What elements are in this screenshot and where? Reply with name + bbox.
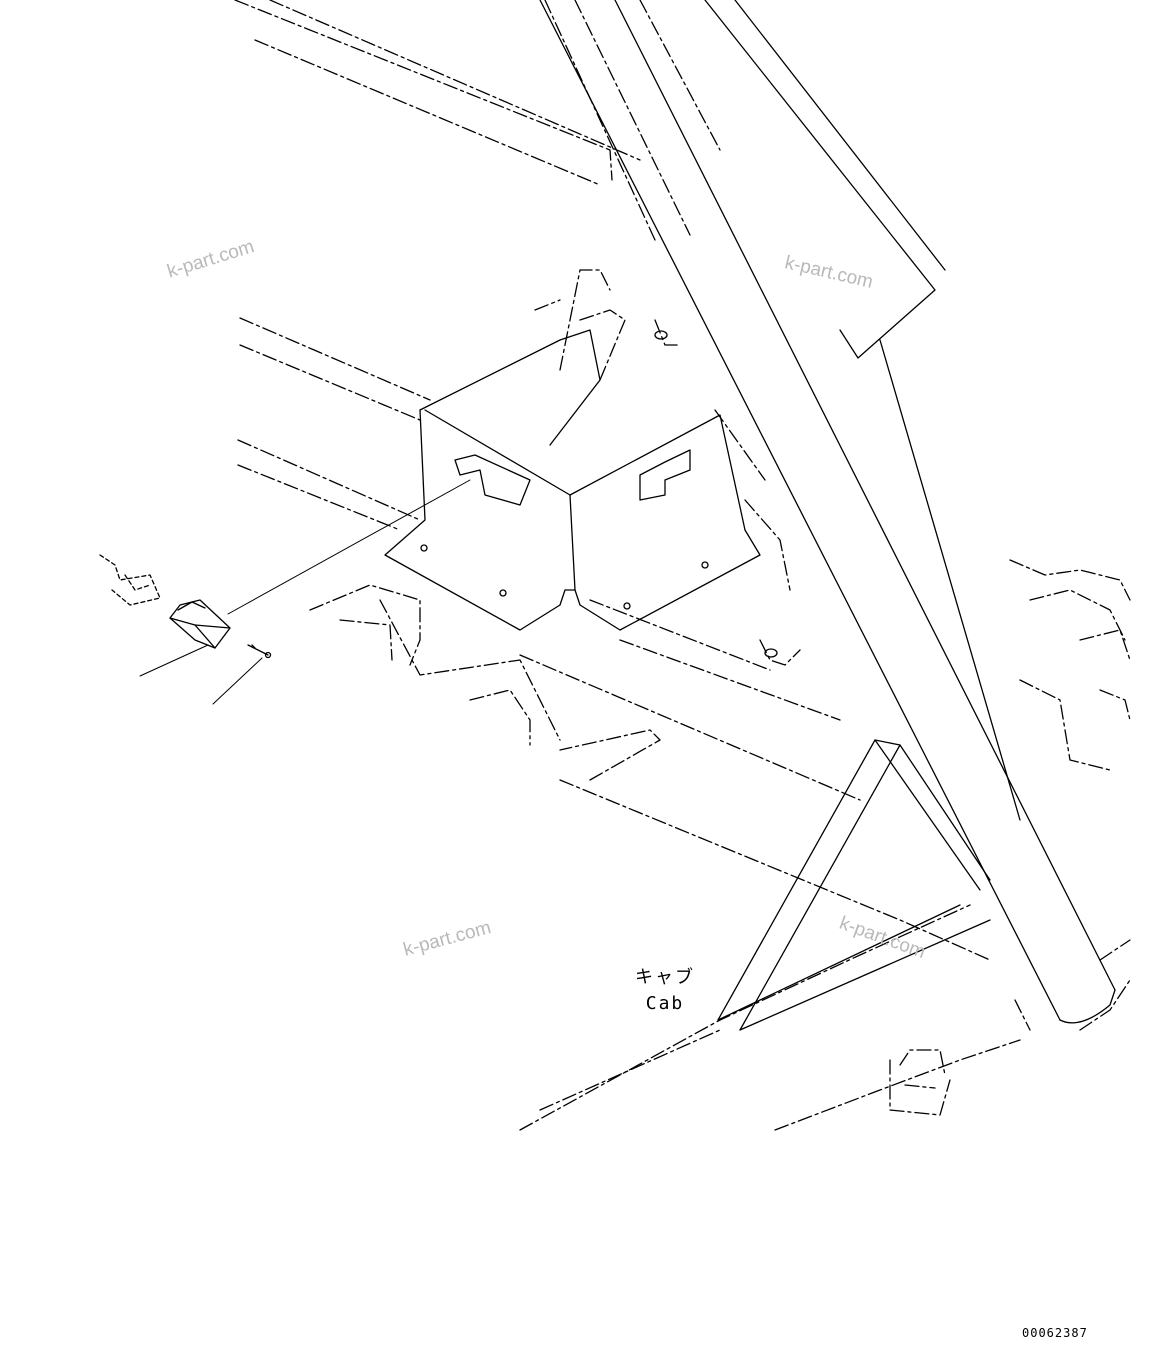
cab-pillar [539, 0, 1116, 1024]
relay-box-bracket [384, 329, 761, 631]
relay-clip [99, 554, 161, 606]
cab-label-en: Cab [645, 993, 685, 1014]
cab-frame-dashed [234, 0, 1131, 1131]
relay-part [169, 599, 231, 649]
bracket-holes [420, 330, 778, 658]
cab-diagonal-brace [717, 739, 991, 1031]
figure-number: 00062387 [1022, 1326, 1088, 1340]
screw-part [247, 644, 272, 659]
leader-lines [139, 479, 471, 705]
cab-label-jp: キャブ [635, 967, 695, 988]
